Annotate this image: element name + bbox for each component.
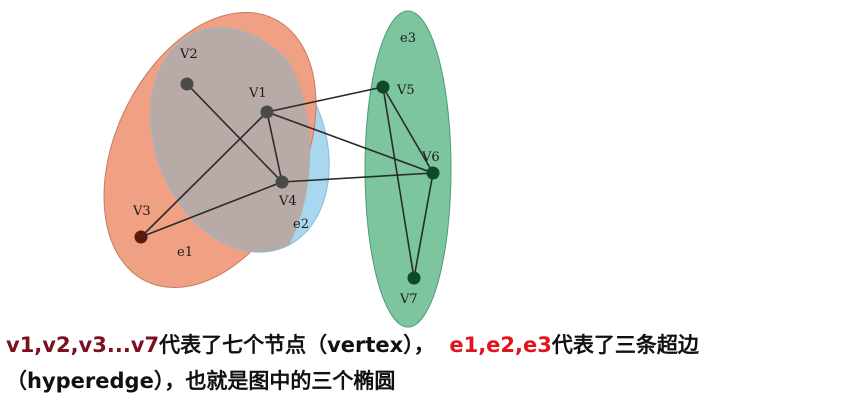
vertex-links: [140, 83, 434, 279]
vertex-v5-label: V5: [396, 83, 415, 98]
vertex-v3-node: [134, 230, 148, 244]
caption-line-2: （hyperedge），也就是图中的三个椭圆: [6, 366, 862, 396]
vertex-v7-node: [407, 271, 421, 285]
vertices: [134, 77, 440, 285]
vertex-v5-node: [376, 80, 390, 94]
link-v5-v6: [382, 86, 434, 174]
vertex-v1-label: V1: [248, 86, 267, 101]
vertex-v2-label: V2: [179, 47, 198, 62]
link-v6-v7: [413, 172, 434, 279]
vertex-v4-node: [275, 175, 289, 189]
link-v2-v4: [186, 83, 283, 183]
vertex-v3-label: V3: [132, 204, 151, 219]
link-v1-v6: [266, 111, 434, 174]
caption-line-1: v1,v2,v3...v7代表了七个节点（vertex）， e1,e2,e3代表…: [6, 330, 862, 360]
hyperedge-e2-label: e2: [293, 217, 309, 232]
caption-edge-description: 代表了三条超边: [551, 333, 699, 357]
vertex-v1-node: [260, 105, 274, 119]
caption-edge-list: e1,e2,e3: [449, 333, 552, 357]
caption-hyperedge-note: （hyperedge），也就是图中的三个椭圆: [6, 369, 396, 393]
vertex-v6-node: [426, 166, 440, 180]
link-v1-v5: [266, 86, 384, 113]
vertex-v4-label: V4: [278, 194, 297, 209]
vertex-v6-label: V6: [421, 150, 440, 165]
hyperedge-e3-label: e3: [400, 31, 416, 46]
caption-vertex-description: 代表了七个节点（vertex），: [159, 333, 435, 357]
vertex-v2-node: [180, 77, 194, 91]
link-v1-v3: [140, 111, 268, 238]
link-v1-v4: [266, 111, 283, 183]
link-v5-v7: [382, 86, 415, 279]
hyperedge-e1-label: e1: [177, 245, 193, 260]
vertex-v7-label: V7: [399, 292, 418, 307]
caption-vertex-list: v1,v2,v3...v7: [6, 333, 160, 357]
hypergraph-diagram: e1 e2 e3 V1 V2 V3 V4 V5 V6 V7: [103, 10, 452, 328]
link-v3-v4: [140, 181, 283, 238]
link-v4-v6: [281, 172, 434, 183]
